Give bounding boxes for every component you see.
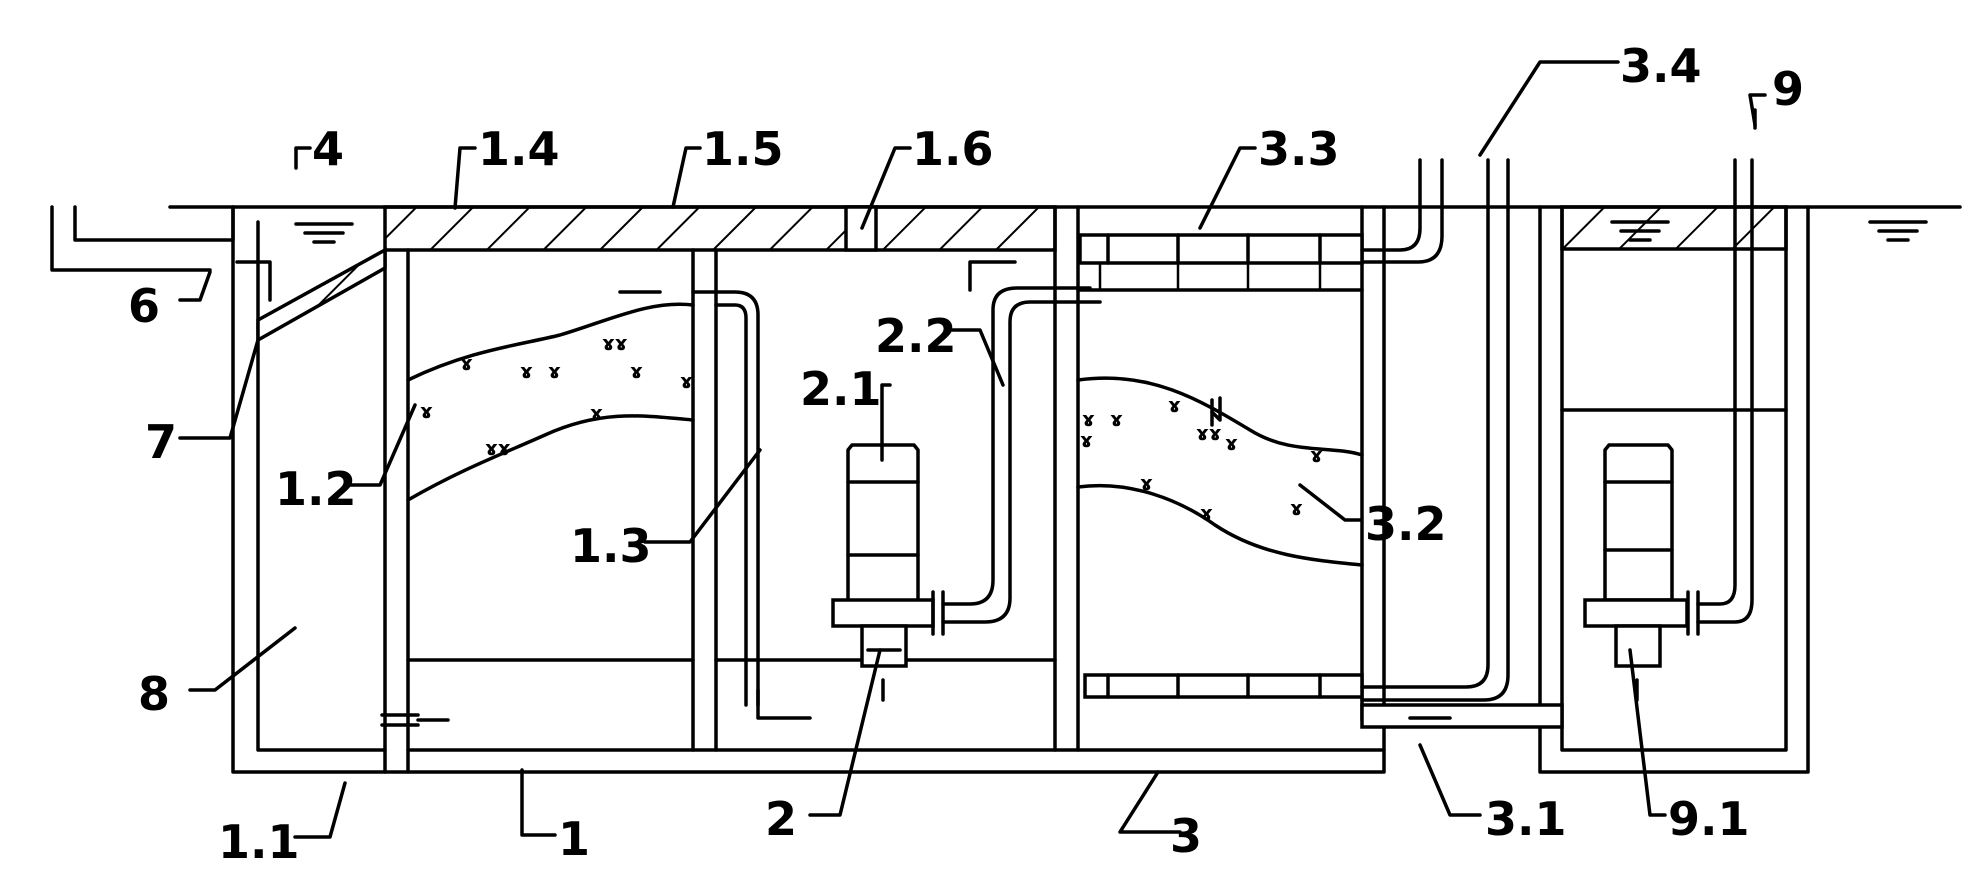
label-9: 9 [1772,62,1804,116]
svg-text:ɤ: ɤ [1080,428,1093,452]
inlet-pipe [50,205,235,272]
svg-text:ɤ: ɤ [420,399,433,423]
cover-slab [383,205,1057,252]
label-3-1: 3.1 [1485,792,1567,846]
label-3: 3 [1170,809,1202,863]
svg-text:ɤ: ɤ [680,369,693,393]
label-2-2: 2.2 [875,309,957,363]
clear-water-tank [1538,205,1810,774]
pump [1583,443,1700,668]
svg-text:ɤ: ɤ [630,359,643,383]
svg-text:ɤ: ɤ [1110,407,1123,431]
svg-text:ɤ: ɤ [590,401,603,425]
bottom-distributor [1083,673,1364,699]
label-1: 1 [558,812,590,866]
tank-outer-walls [231,205,1386,774]
filter-media-tank-3: ɤ ɤ ɤ ɤɤ ɤ ɤ ɤ ɤ ɤ ɤ [1076,376,1364,567]
svg-text:ɤ: ɤ [460,351,473,375]
svg-text:ɤɤ: ɤɤ [485,436,511,460]
pump-discharge-pipe [941,260,1102,624]
label-2-1: 2.1 [800,362,882,416]
label-2: 2 [765,792,797,846]
label-6: 6 [128,279,160,333]
svg-text:ɤ: ɤ [1168,393,1181,417]
inclined-screen [256,247,387,344]
label-8: 8 [138,667,170,721]
svg-text:ɤ: ɤ [1140,471,1153,495]
filter-media-tank-1: ɤ ɤ ɤ ɤɤ ɤ ɤ ɤ ɤ ɤɤ [406,302,695,502]
connecting-pipe [1360,703,1564,729]
top-distributor [1076,233,1364,292]
label-1-3: 1.3 [570,519,652,573]
svg-text:ɤ: ɤ [1082,407,1095,431]
label-3-3: 3.3 [1258,122,1340,176]
flow-arrow [235,260,272,302]
label-9-1: 9.1 [1668,792,1750,846]
leader-lines [178,60,1767,839]
label-4: 4 [312,122,344,176]
svg-text:ɤ: ɤ [1310,443,1323,467]
label-1-5: 1.5 [702,122,784,176]
svg-text:ɤ: ɤ [520,359,533,383]
label-7: 7 [145,415,177,469]
svg-text:ɤɤ: ɤɤ [1196,421,1222,445]
outlet-pipe [1696,158,1754,624]
label-3-4: 3.4 [1620,39,1702,93]
air-pipe [1360,158,1510,702]
pump [831,443,945,668]
label-1-4: 1.4 [478,122,560,176]
label-3-2: 3.2 [1365,497,1447,551]
label-1-6: 1.6 [912,122,994,176]
svg-text:ɤ: ɤ [1200,501,1213,525]
label-1-2: 1.2 [275,462,357,516]
svg-text:ɤ: ɤ [1290,496,1303,520]
svg-text:ɤɤ: ɤɤ [602,331,628,355]
label-1-1: 1.1 [218,815,300,869]
water-level-symbol [1868,220,1928,242]
svg-text:ɤ: ɤ [548,359,561,383]
svg-text:ɤ: ɤ [1225,431,1238,455]
flow-arrow [380,713,450,727]
water-level-symbol [294,222,354,244]
transfer-pipe [618,290,812,720]
